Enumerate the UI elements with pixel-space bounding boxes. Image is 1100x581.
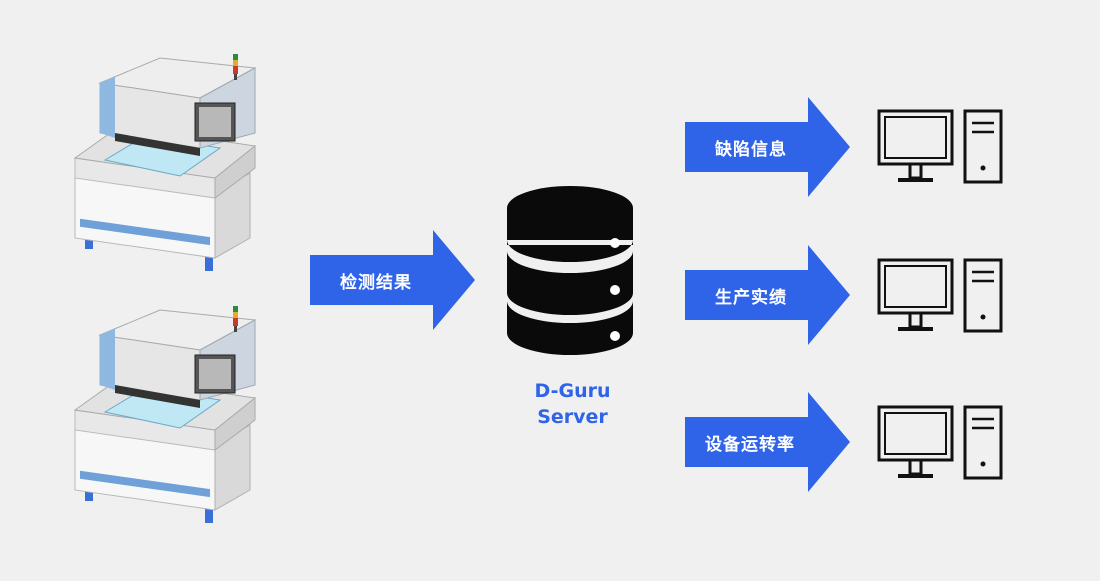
server-label: D-Guru Server — [500, 378, 645, 430]
server-label-line1: D-Guru — [534, 380, 611, 402]
output-arrow-label: 缺陷信息 — [715, 140, 787, 160]
output-arrow-defect-info: 缺陷信息 — [685, 97, 850, 197]
output-arrow-production: 生产实绩 — [685, 245, 850, 345]
computer-icon — [876, 404, 1004, 484]
inspection-machine-2 — [60, 300, 270, 530]
output-arrow-label: 设备运转率 — [705, 435, 795, 455]
database-icon — [503, 183, 638, 358]
computer-icon — [876, 108, 1004, 188]
inspection-machine-1 — [60, 48, 270, 278]
computer-icon — [876, 257, 1004, 337]
input-arrow: 检测结果 — [310, 230, 475, 330]
output-arrow-label: 生产实绩 — [715, 288, 787, 308]
input-arrow-label: 检测结果 — [340, 273, 412, 293]
output-arrow-equipment-rate: 设备运转率 — [685, 392, 850, 492]
server-label-line2: Server — [537, 406, 608, 428]
